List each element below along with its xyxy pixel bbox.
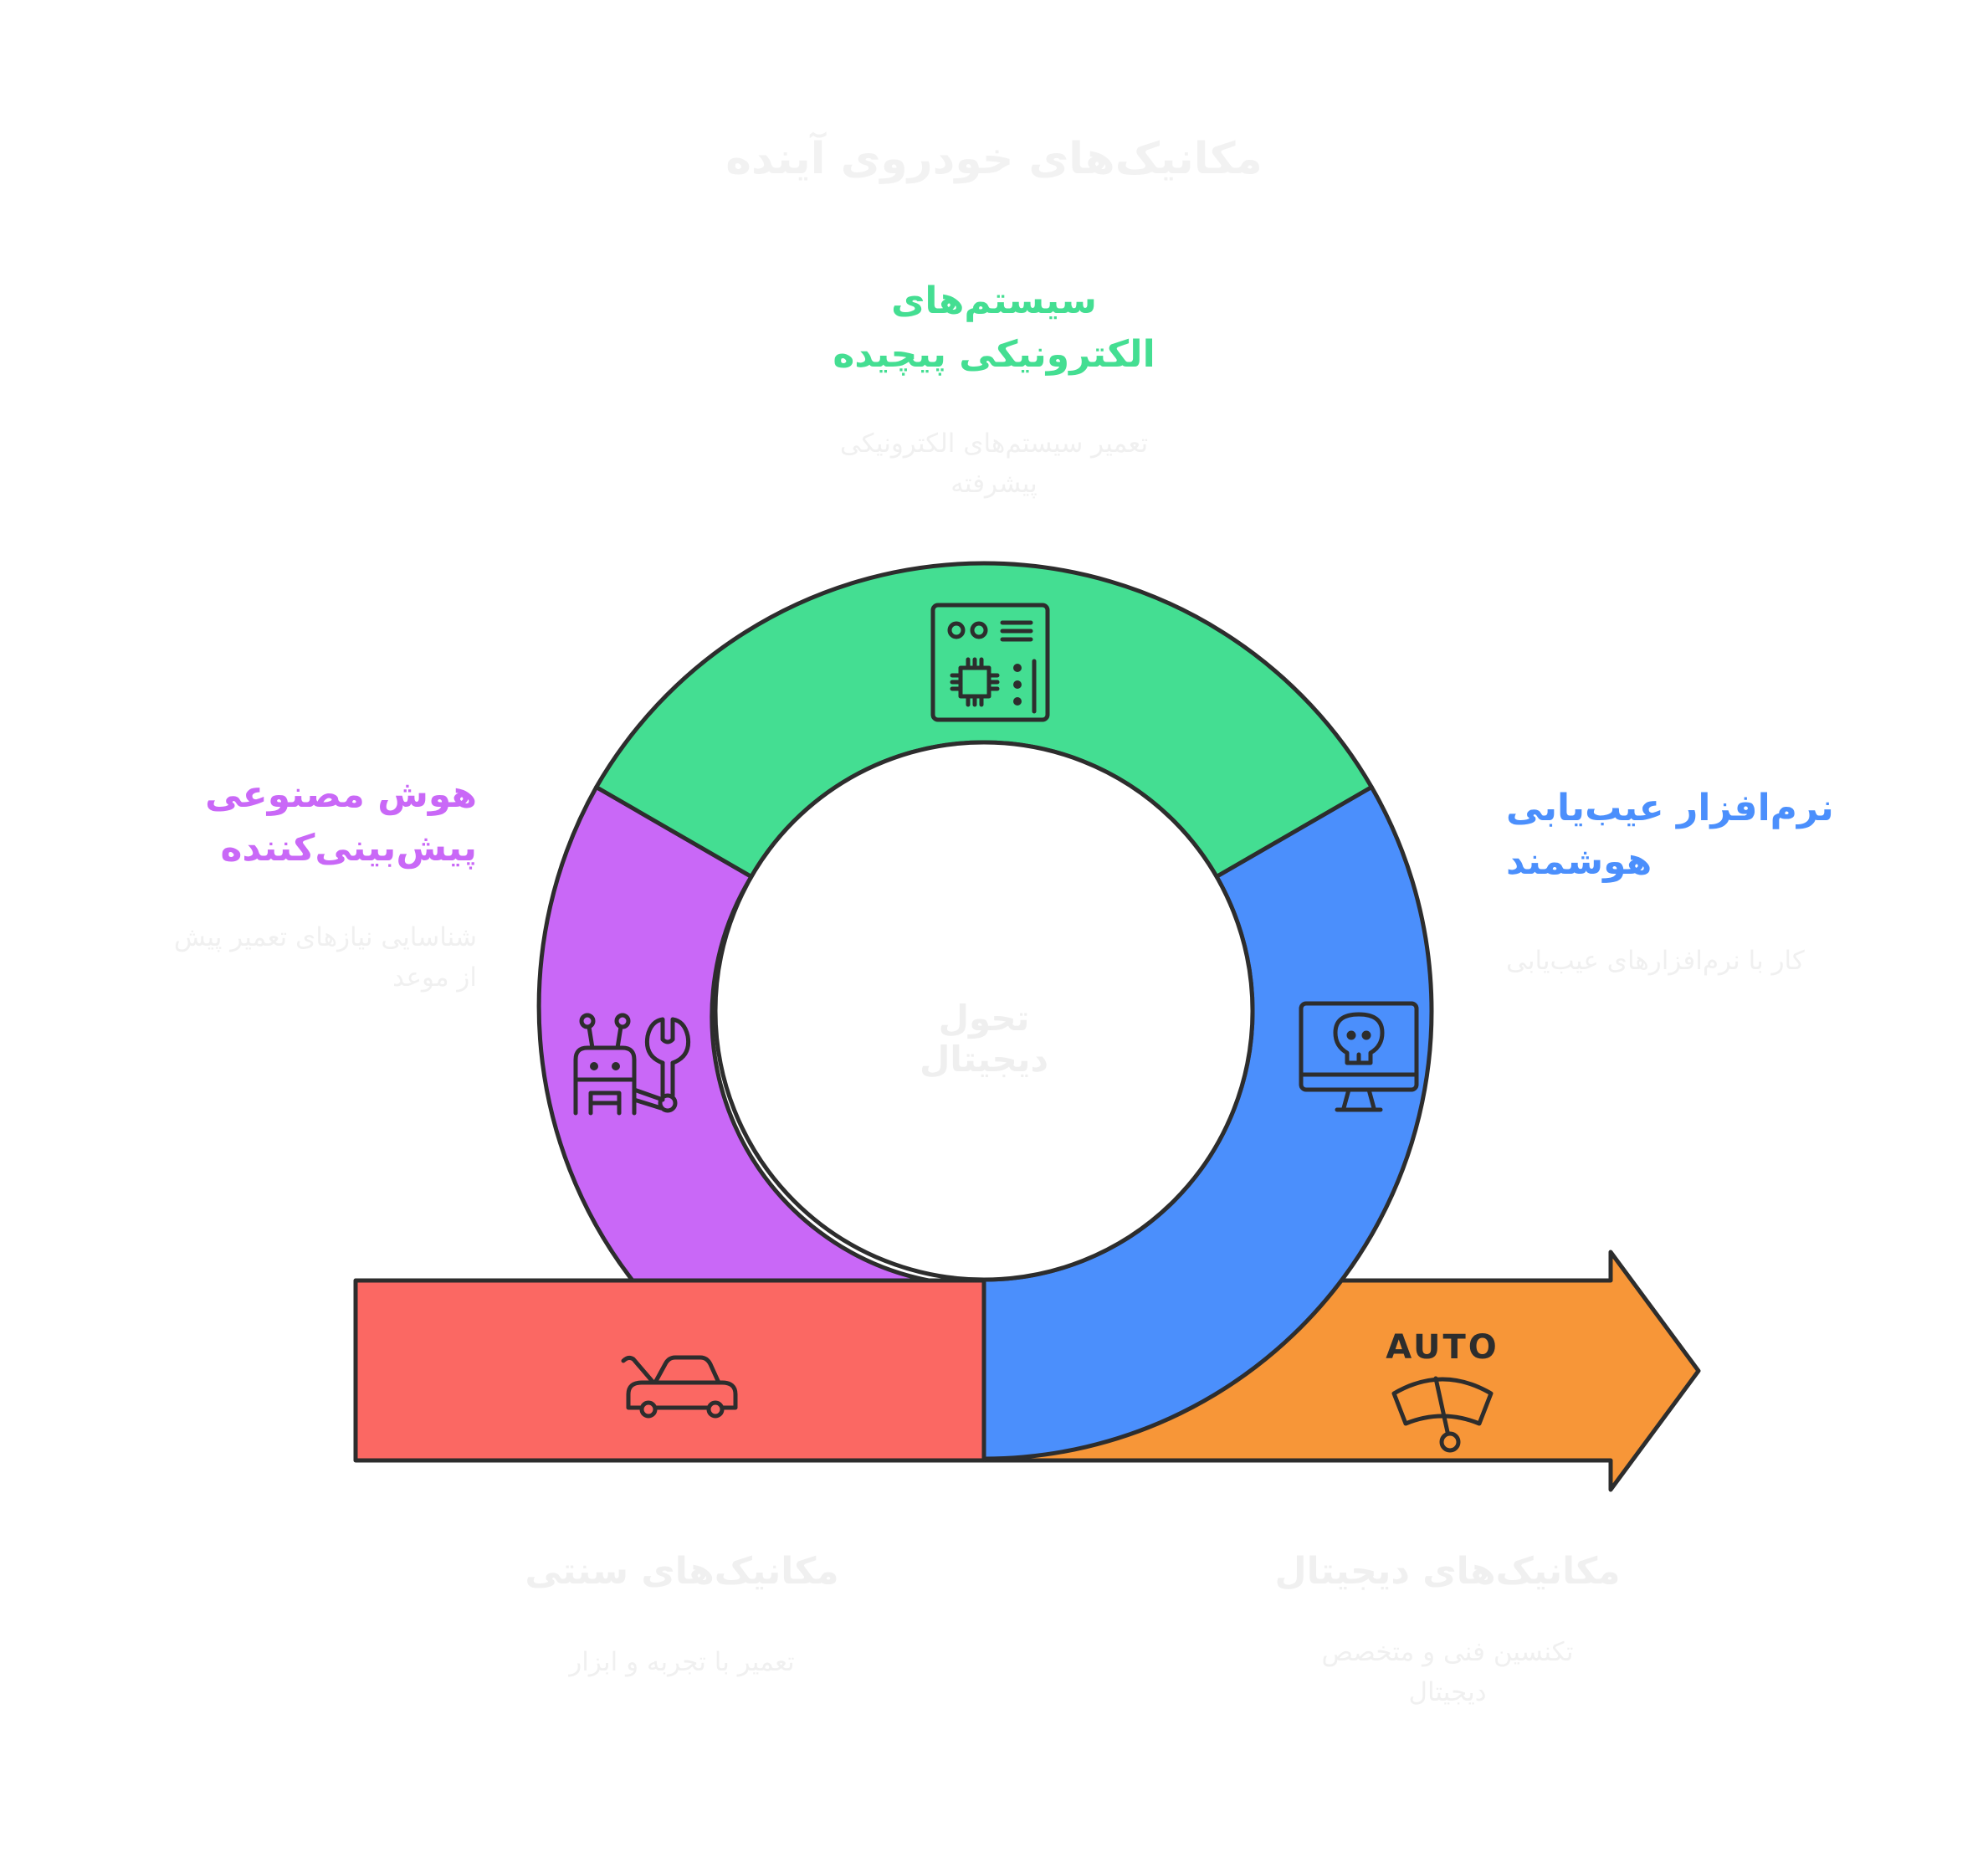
auto-icon-text: AUTO (1386, 1328, 1499, 1367)
diagnostics-heading-line2: هوشمند (1506, 840, 1652, 883)
electronics-description-line1: تعمیر سیستم‌های الکترونیکی (839, 429, 1149, 459)
diagnostics-heading-line1: نرم‌افزار عیب‌یابی (1506, 787, 1834, 829)
digital-description: تکنسین فنی و متخصص دیجیتال (1222, 1632, 1673, 1712)
digital-description-line1: تکنسین فنی و متخصص (1321, 1637, 1574, 1667)
traditional-description: تعمیر با تجربه و ابزار (569, 1647, 795, 1677)
diagnostics-description: کار با نرم‌افزارهای عیب‌یابی (1506, 941, 1874, 981)
ai-description: شناسایی نیازهای تعمیر پیش از موعد (100, 917, 477, 998)
ai-heading-line2: پیش‌بینی‌کننده (220, 827, 477, 870)
electronics-description: تعمیر سیستم‌های الکترونیکی پیشرفته (753, 423, 1235, 504)
electronics-heading-line2: الکترونیکی پیچیده (833, 333, 1155, 376)
diagnostics-description-line1: کار با نرم‌افزارهای عیب‌یابی (1506, 946, 1805, 976)
ai-segment (536, 785, 931, 1283)
monitor-skull-icon (1299, 1001, 1419, 1112)
ai-description-line2: از موعد (392, 962, 477, 993)
ai-heading: هوش مصنوعی پیش‌بینی‌کننده (126, 768, 477, 875)
auto-wiper-icon: AUTO (1386, 1328, 1499, 1453)
electronics-heading-line1: سیستم‌های (891, 280, 1097, 322)
digital-description-line2: دیجیتال (1408, 1677, 1487, 1707)
digital-heading: مکانیک‌های دیجیتال (1274, 1550, 1621, 1593)
page-title: مکانیک‌های خودروی آینده (725, 134, 1263, 184)
center-label: تحول دیجیتال (919, 998, 1049, 1080)
car-open-hood-icon (621, 1355, 738, 1419)
traditional-heading: مکانیک‌های سنتی (525, 1550, 839, 1593)
electronics-heading: سیستم‌های الکترونیکی پیچیده (753, 275, 1235, 382)
electronics-description-line2: پیشرفته (950, 469, 1038, 499)
traditional-mechanics-bar (353, 1278, 986, 1463)
ai-heading-line1: هوش مصنوعی (205, 773, 477, 816)
robot-wrench-icon (573, 1013, 691, 1116)
circuit-board-icon (930, 603, 1050, 722)
diagnostics-heading: نرم‌افزار عیب‌یابی هوشمند (1506, 782, 1924, 889)
center-circle (713, 740, 1255, 1282)
ai-description-line1: شناسایی نیازهای تعمیر پیش (173, 922, 477, 952)
